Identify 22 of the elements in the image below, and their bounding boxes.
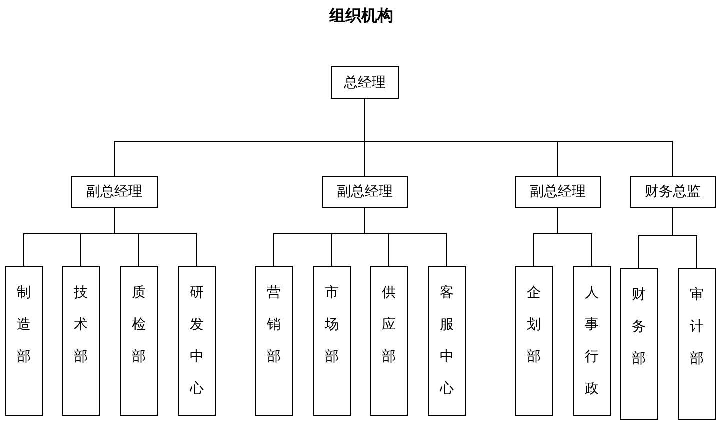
position-box: 副总经理 bbox=[71, 176, 158, 208]
department-box: 客服中心 bbox=[428, 266, 466, 416]
connector-line bbox=[672, 208, 698, 268]
department-box: 质检部 bbox=[120, 266, 158, 416]
connector-line bbox=[364, 208, 448, 266]
position-box: 副总经理 bbox=[322, 176, 408, 208]
connector-line bbox=[558, 208, 592, 266]
position-box: 财务总监 bbox=[630, 176, 716, 208]
department-box: 技术部 bbox=[62, 266, 100, 416]
department-box: 制造部 bbox=[5, 266, 43, 416]
title: 组织机构 bbox=[328, 6, 394, 27]
department-box: 财务部 bbox=[620, 268, 658, 420]
department-box: 审计部 bbox=[678, 268, 716, 420]
department-box: 企划部 bbox=[515, 266, 553, 416]
department-box: 营销部 bbox=[255, 266, 293, 416]
connector-line bbox=[114, 208, 198, 266]
position-box: 副总经理 bbox=[515, 176, 601, 208]
department-box: 人事行政 bbox=[573, 266, 611, 416]
position-box: 总经理 bbox=[331, 66, 399, 99]
department-box: 市场部 bbox=[313, 266, 351, 416]
department-box: 供应部 bbox=[370, 266, 408, 416]
department-box: 研发中心 bbox=[178, 266, 216, 416]
